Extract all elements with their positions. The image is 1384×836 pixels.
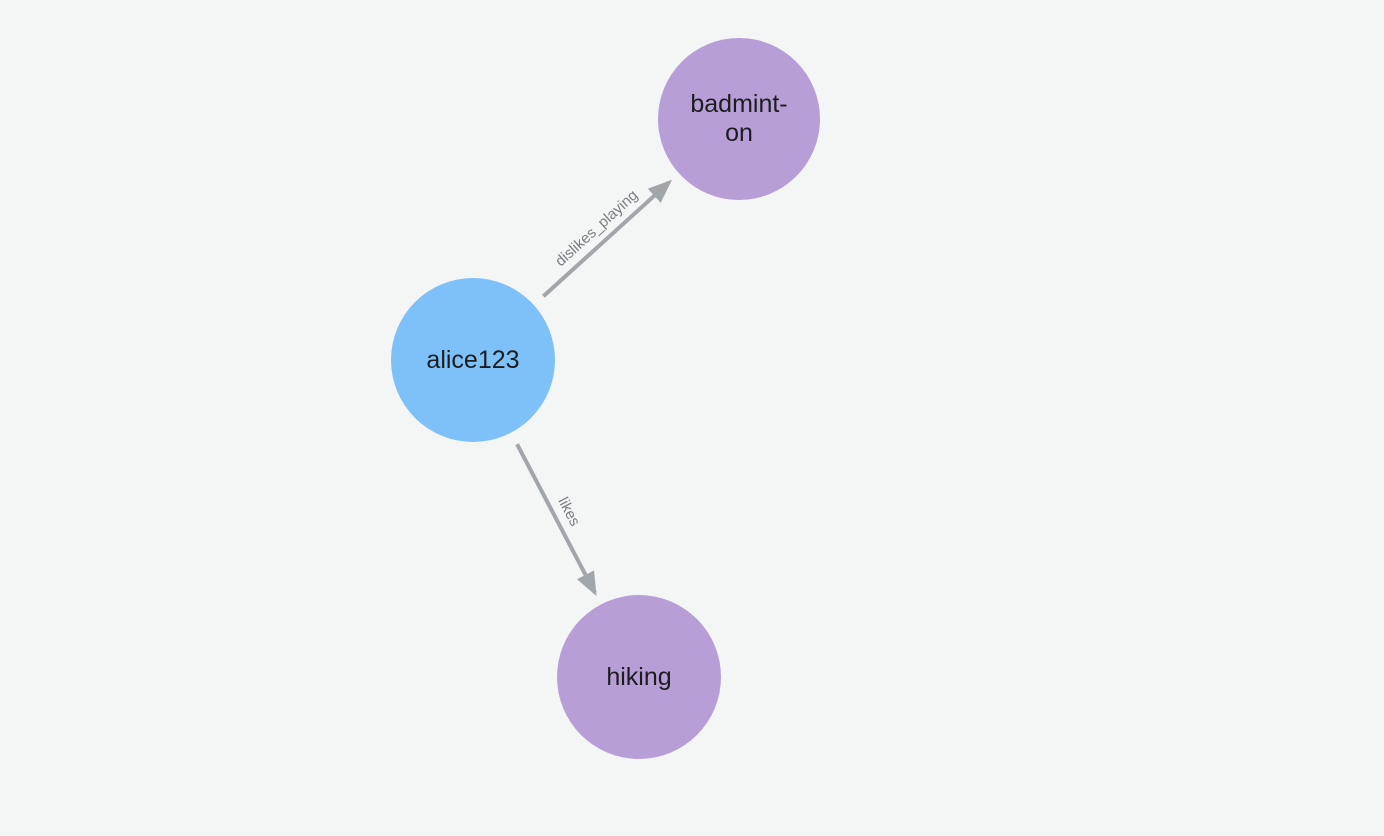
edge-label-dislikes_playing[interactable]: dislikes_playing [552,187,641,270]
graph-node-hiking[interactable]: hiking [557,595,721,759]
graph-node-alice123[interactable]: alice123 [391,278,555,442]
graph-node-badminton[interactable]: badmint- on [658,38,820,200]
edge-line-likes[interactable] [515,443,597,597]
edge-line-dislikes_playing[interactable] [542,179,673,298]
